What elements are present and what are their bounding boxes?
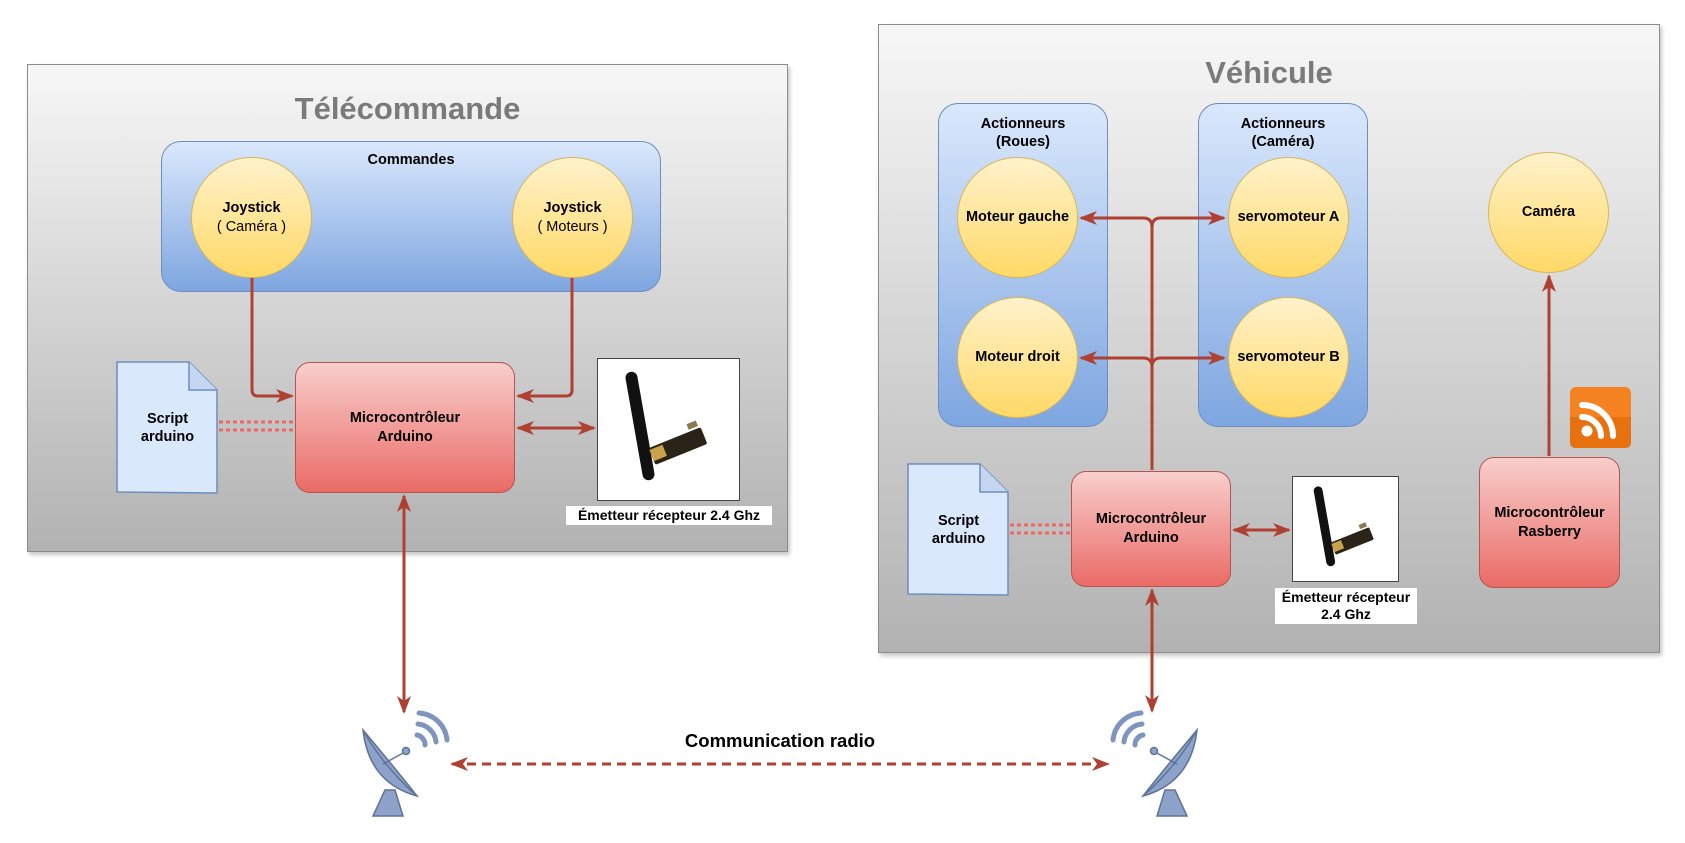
servomoteur-b[interactable]: servomoteur B [1228,297,1349,418]
script-label: Script arduino [141,410,194,446]
actionneurs-roues-title-line2: (Roues) [996,134,1050,150]
script-label-line2: arduino [931,530,986,547]
camera-label: Caméra [1521,204,1576,220]
microcontroleur-label-line1: Microcontrôleur [349,409,461,426]
emetteur-caption-telecommande: Émetteur récepteur 2.4 Ghz [566,506,772,525]
servomoteur-a[interactable]: servomoteur A [1228,157,1349,278]
actionneurs-roues-title: Actionneurs (Roues) [939,115,1107,151]
emetteur-image-telecommande [597,358,740,501]
rasberry-label-line2: Rasberry [1518,523,1581,540]
document-icon [116,361,218,494]
radio-module-icon [1313,486,1374,567]
emetteur-caption-line2: 2.4 Ghz [1321,606,1371,622]
satellite-dish-icon [1105,708,1205,818]
rasberry-label-line1: Microcontrôleur [1494,504,1605,521]
moteur-gauche-label: Moteur gauche [965,209,1070,225]
emetteur-caption-line1: Émetteur récepteur [1281,589,1411,605]
rss-icon [1570,387,1631,448]
servomoteur-a-label: servomoteur A [1237,209,1340,225]
joystick-moteurs[interactable]: Joystick ( Moteurs ) [512,157,633,278]
microcontroleur-arduino-vehicule[interactable]: Microcontrôleur Arduino [1071,471,1231,587]
moteur-droit[interactable]: Moteur droit [957,297,1078,418]
joystick-camera-sublabel: ( Caméra ) [216,218,287,235]
emetteur-image-vehicule [1292,476,1399,582]
actionneurs-camera-title: Actionneurs (Caméra) [1199,115,1367,151]
actionneurs-camera-title-line2: (Caméra) [1251,134,1315,150]
joystick-camera[interactable]: Joystick ( Caméra ) [191,157,312,278]
microcontroleur-label-line1: Microcontrôleur [1095,511,1207,527]
emetteur-caption-vehicule: Émetteur récepteur 2.4 Ghz [1275,588,1417,624]
actionneurs-roues-title-line1: Actionneurs [980,116,1066,132]
joystick-moteurs-label: Joystick [543,199,602,216]
vehicule-title: Véhicule [1205,55,1333,90]
commandes-title: Commandes [367,152,455,168]
communication-radio-label: Communication radio [684,730,876,751]
microcontroleur-label-line2: Arduino [1123,530,1179,546]
joystick-camera-label: Joystick [222,199,281,216]
microcontroleur-rasberry[interactable]: Microcontrôleur Rasberry [1479,457,1620,588]
radio-module-icon [625,371,707,481]
satellite-dish-icon [355,708,455,818]
script-label-line2: arduino [140,428,195,445]
moteur-droit-label: Moteur droit [975,349,1060,365]
microcontroleur-arduino-telecommande[interactable]: Microcontrôleur Arduino [295,362,515,493]
moteur-gauche[interactable]: Moteur gauche [957,157,1078,278]
script-label: Script arduino [932,512,985,548]
microcontroleur-label-line2: Arduino [377,428,433,445]
servomoteur-b-label: servomoteur B [1237,349,1340,365]
joystick-moteurs-sublabel: ( Moteurs ) [537,218,608,235]
script-arduino-telecommande[interactable]: Script arduino [116,361,219,494]
telecommande-title: Télécommande [294,91,521,126]
script-arduino-vehicule[interactable]: Script arduino [907,463,1010,596]
script-label-line1: Script [937,512,980,529]
script-label-line1: Script [146,410,189,427]
actionneurs-camera-title-line1: Actionneurs [1240,116,1326,132]
document-icon [907,463,1009,596]
camera[interactable]: Caméra [1488,152,1609,273]
